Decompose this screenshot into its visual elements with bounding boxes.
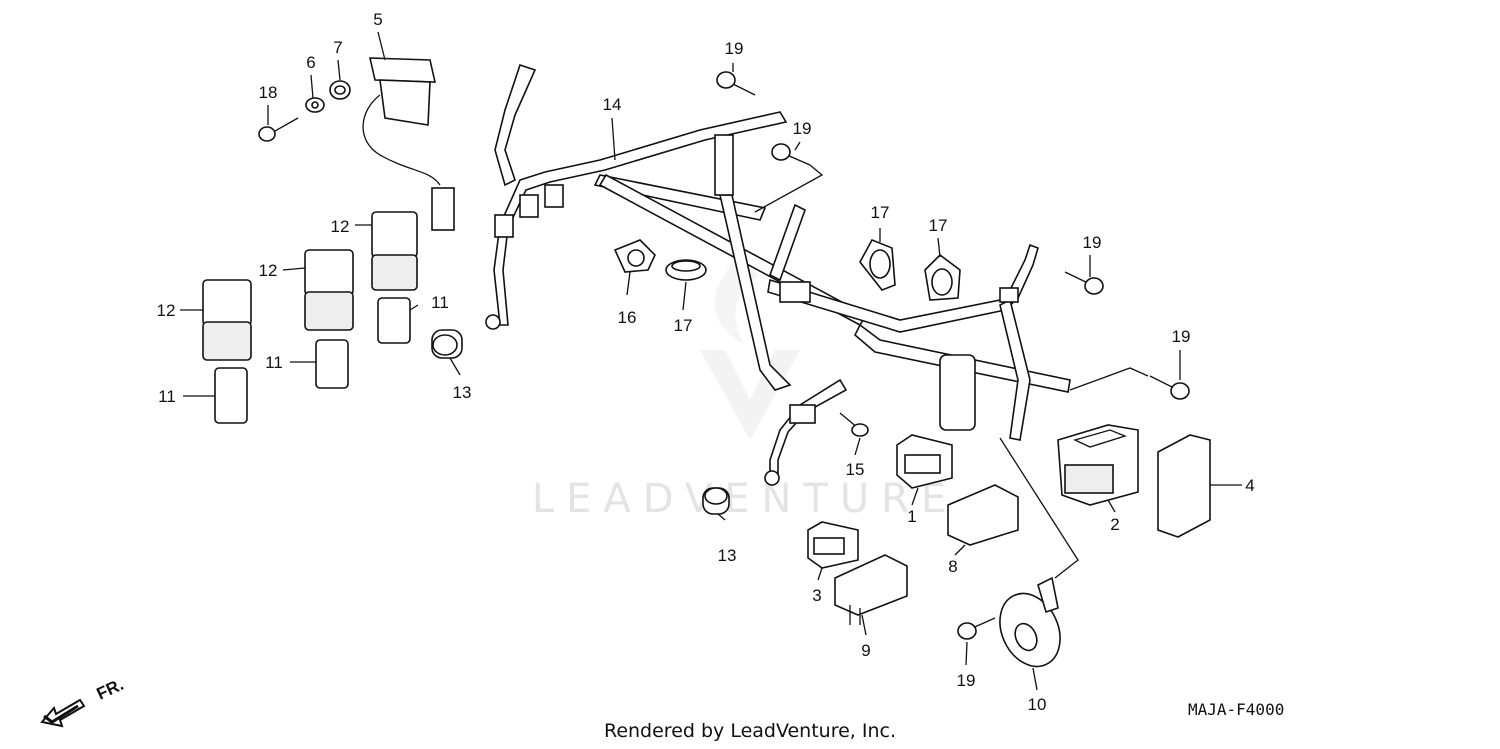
label-part-12-b: 12 [259,261,278,280]
diagram-code: MAJA-F4000 [1188,700,1284,719]
part-19-bolt-d [1149,375,1190,400]
part-17-clamp-c [924,253,961,301]
part-11-relay-c [214,367,248,424]
label-part-19-e: 19 [957,671,976,690]
part-13-grommet-b [702,487,730,515]
label-part-11-a: 11 [431,293,449,312]
label-part-14: 14 [603,95,622,114]
part-labels: 1 2 3 4 5 6 7 8 9 10 11 11 11 12 12 12 1… [157,10,1255,714]
part-8-relay-module [947,484,1019,546]
part-17-clamp-b [859,238,896,291]
label-part-4: 4 [1245,476,1254,495]
label-part-13-a: 13 [453,383,472,402]
label-part-9: 9 [861,641,870,660]
part-4-cover [1157,434,1211,538]
label-part-19-d: 19 [1172,327,1191,346]
label-part-1: 1 [907,507,916,526]
label-part-12-a: 12 [331,217,350,236]
part-5-sensor [362,57,455,231]
main-frame-bracket [485,63,1071,486]
label-part-10: 10 [1028,695,1047,714]
label-part-8: 8 [948,557,957,576]
label-part-17-a: 17 [871,203,890,222]
label-part-19-c: 19 [1083,233,1102,252]
part-9-relay-module [834,554,908,625]
part-19-bolt-c [1064,271,1104,295]
label-part-11-c: 11 [158,387,176,406]
label-part-17-b: 17 [929,216,948,235]
part-19-bolt-b [771,143,811,166]
front-direction-arrow: FR. [40,675,127,728]
part-16-clamp [613,239,656,273]
part-3-connector-cover [807,521,859,569]
part-17-clamp-a [665,259,707,281]
part-6-collar [305,97,325,113]
label-part-19-a: 19 [725,39,744,58]
part-11-relay-b [315,339,349,389]
label-part-6: 6 [306,53,315,72]
part-12-relay-a [371,211,418,291]
part-7-grommet [329,80,351,100]
label-part-18: 18 [259,83,278,102]
part-12-relay-b [304,249,354,331]
label-part-11-b: 11 [265,353,283,372]
front-indicator-label: FR. [94,675,127,704]
part-13-grommet-a [431,329,463,359]
part-19-bolt-a [716,71,756,96]
label-part-13-b: 13 [718,546,737,565]
leader-lines [180,31,1242,691]
watermark-text: LEADVENTURE [532,476,958,522]
label-part-7: 7 [333,38,342,57]
part-10-horn [999,576,1061,668]
label-part-2: 2 [1110,515,1119,534]
part-11-relay-a [377,297,411,344]
part-15-screw [839,412,869,437]
label-part-16: 16 [618,308,637,327]
part-19-bolt-e [957,617,996,640]
credit-text: Rendered by LeadVenture, Inc. [604,720,896,742]
part-12-relay-c [202,279,252,361]
label-part-3: 3 [812,586,821,605]
part-1-connector-cover [896,434,953,489]
label-part-12-c: 12 [157,301,176,320]
part-2-fuse-box [1057,424,1139,506]
part-18-bolt [258,117,299,142]
label-part-17-c: 17 [674,316,693,335]
label-part-15: 15 [846,460,865,479]
label-part-5: 5 [373,10,382,29]
label-part-19-b: 19 [793,119,812,138]
